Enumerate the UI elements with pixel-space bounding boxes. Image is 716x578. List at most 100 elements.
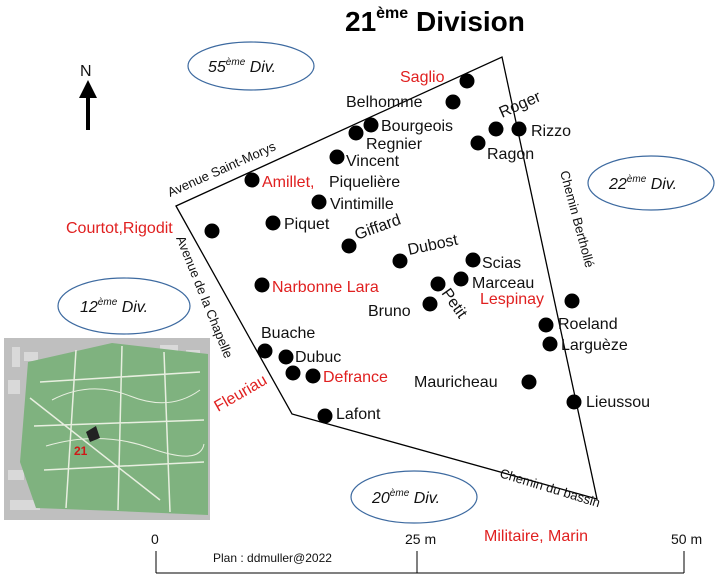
grave-marker xyxy=(488,121,504,137)
grave-marker xyxy=(459,73,475,89)
grave-vintimille: Vintimille xyxy=(311,194,394,213)
grave-label: Petit xyxy=(438,286,471,322)
grave-dubuc: Dubuc xyxy=(278,349,341,366)
grave-marker xyxy=(453,271,469,287)
division-ellipse xyxy=(187,41,315,91)
grave-vincent: Vincent xyxy=(329,149,400,170)
scale-label-zero: 0 xyxy=(151,531,159,547)
north-label: N xyxy=(80,63,92,80)
grave-scias: Scias xyxy=(465,252,521,272)
grave-marker xyxy=(465,252,481,268)
grave-amillet: Amillet, xyxy=(244,172,314,191)
grave-label: Courtot,Rigodit xyxy=(66,220,173,237)
grave-lieussou: Lieussou xyxy=(566,394,650,411)
north-arrow-head xyxy=(79,80,97,98)
grave-marker xyxy=(470,135,486,151)
grave-label: Buache xyxy=(261,325,315,342)
map-credit: Plan : ddmuller@2022 xyxy=(213,551,332,565)
grave-dubost: Dubost xyxy=(392,232,460,269)
grave-marker xyxy=(254,277,270,293)
grave-label: Giffard xyxy=(353,211,404,243)
inset-division-label: 21 xyxy=(74,444,88,458)
grave-marker xyxy=(363,117,379,133)
grave-narbonne-lara: Narbonne Lara xyxy=(254,277,379,296)
grave-belhomme: Belhomme xyxy=(346,94,461,111)
scale-label-end: 50 m xyxy=(671,531,702,547)
neighbor-division-22: 22ème Div. xyxy=(587,155,715,211)
grave-marker xyxy=(329,149,345,165)
grave-mauricheau: Mauricheau xyxy=(414,374,537,391)
grave-marker xyxy=(285,365,301,381)
grave-label: Narbonne Lara xyxy=(272,279,379,296)
grave-marker xyxy=(348,125,364,141)
grave-label: Roger xyxy=(497,88,544,122)
scale-label-mid: 25 m xyxy=(405,531,436,547)
grave-marker xyxy=(244,172,260,188)
grave-label: Bourgeois xyxy=(381,118,453,135)
division-label: 22ème Div. xyxy=(608,174,677,193)
grave-label: Militaire, Marin xyxy=(484,528,588,545)
grave-marker xyxy=(564,293,580,309)
grave-ragon: Ragon xyxy=(470,135,534,163)
grave-militaire-marin: Militaire, Marin xyxy=(484,528,588,545)
grave-marker xyxy=(341,238,357,254)
grave-lafont: Lafont xyxy=(317,406,381,424)
grave-marker xyxy=(317,408,333,424)
grave-saglio: Saglio xyxy=(400,69,475,89)
neighbor-division-20: 20ème Div. xyxy=(350,470,478,524)
division-ellipse xyxy=(350,470,478,524)
grave-giffard: Giffard xyxy=(341,211,404,254)
grave-label: Bruno xyxy=(368,303,411,320)
grave-bruno: Bruno xyxy=(368,296,438,320)
grave-marker xyxy=(392,253,408,269)
grave-label: Marceau xyxy=(472,275,534,292)
street-chemin-du-bassin: Chemin du bassin xyxy=(498,466,602,511)
grave-marker xyxy=(265,215,281,231)
grave-label: Lafont xyxy=(336,406,381,423)
grave-marker xyxy=(511,121,527,137)
scale-bar: 0 25 m 50 m Plan : ddmuller@2022 xyxy=(151,531,702,574)
grave-label: Piquelière xyxy=(329,174,400,191)
grave-label: Larguèze xyxy=(561,337,628,354)
north-arrow: N xyxy=(79,63,97,130)
grave-courtot-rigodit: Courtot,Rigodit xyxy=(66,220,220,239)
grave-marker xyxy=(521,374,537,390)
grave-buache: Buache xyxy=(257,325,315,359)
grave-marker xyxy=(538,317,554,333)
grave-label: Scias xyxy=(482,255,521,272)
grave-label: Mauricheau xyxy=(414,374,498,391)
inset-location-map: 21 xyxy=(4,338,210,520)
grave-label: Vintimille xyxy=(330,196,394,213)
grave-marker xyxy=(430,276,446,292)
grave-bourgeois: Bourgeois xyxy=(363,117,453,135)
grave-label: Roeland xyxy=(558,316,618,333)
grave-label: Dubost xyxy=(406,232,460,259)
grave-label: Defrance xyxy=(323,369,388,386)
grave-larguese: Larguèze xyxy=(542,336,628,354)
grave-defrance: Defrance xyxy=(285,365,388,386)
grave-marker xyxy=(204,223,220,239)
grave-marker xyxy=(257,343,273,359)
grave-piqueliere: Piquelière xyxy=(329,174,400,191)
grave-marker xyxy=(305,368,321,384)
grave-label: Piquet xyxy=(284,216,330,233)
grave-label: Saglio xyxy=(400,69,445,86)
grave-label: Fleuriau xyxy=(212,372,271,416)
grave-label: Lieussou xyxy=(586,394,650,411)
grave-marceau: Marceau xyxy=(453,271,534,292)
grave-marker xyxy=(445,94,461,110)
grave-marker xyxy=(542,336,558,352)
grave-label: Dubuc xyxy=(295,349,341,366)
grave-label: Rizzo xyxy=(531,123,571,140)
grave-marker xyxy=(566,394,582,410)
grave-fleuriau: Fleuriau xyxy=(212,372,271,416)
grave-label: Lespinay xyxy=(480,291,544,308)
grave-piquet: Piquet xyxy=(265,215,330,233)
division-boundary xyxy=(175,56,598,500)
grave-label: Belhomme xyxy=(346,94,423,111)
grave-marker xyxy=(422,296,438,312)
division-ellipse xyxy=(57,277,191,335)
grave-label: Regnier xyxy=(366,136,423,153)
division-label: 55ème Div. xyxy=(208,57,276,76)
